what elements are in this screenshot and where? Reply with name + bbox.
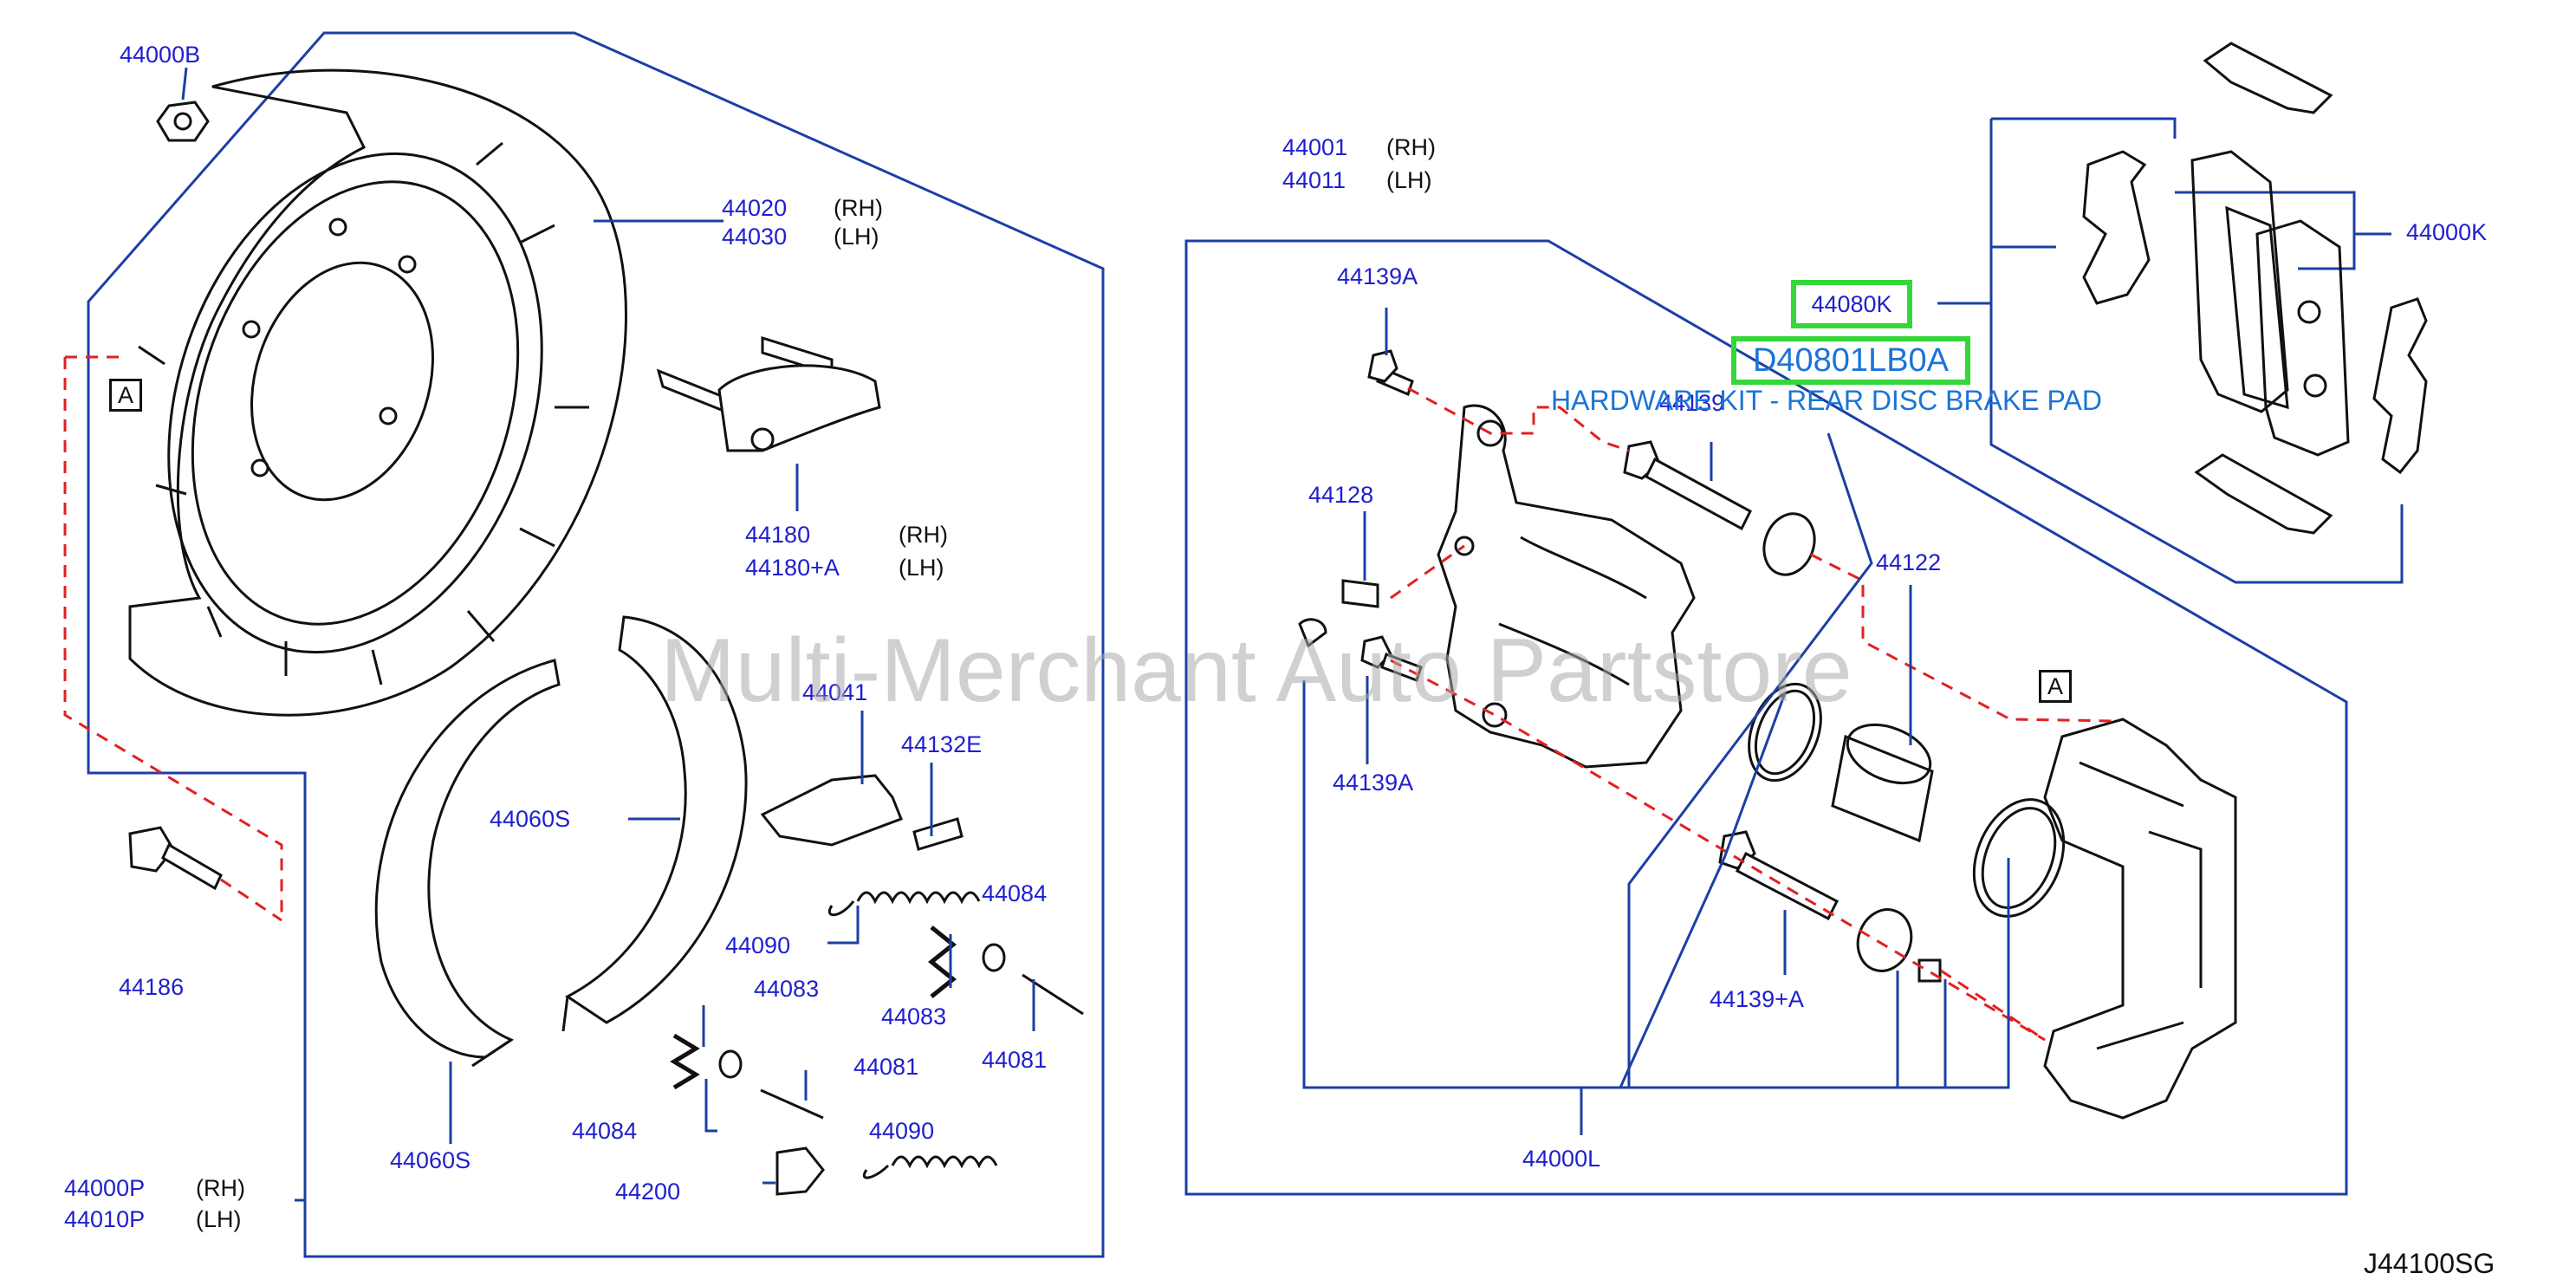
label-44139a-top: 44139A <box>1337 263 1418 289</box>
label-44180a: 44180+A <box>745 555 840 581</box>
label-44081-mid: 44081 <box>853 1054 919 1080</box>
label-44128: 44128 <box>1308 482 1374 508</box>
bolt-44186 <box>128 826 223 891</box>
ref-box-a-right: A <box>2039 670 2072 703</box>
label-44000l: 44000L <box>1522 1146 1601 1172</box>
blue-leaders <box>181 67 2010 1202</box>
nut-44000b <box>156 101 210 142</box>
label-44010p: 44010P <box>64 1206 146 1232</box>
adjuster-44041 <box>760 774 964 851</box>
label-44180: 44180 <box>745 522 811 548</box>
label-44001-rh: (RH) <box>1386 134 1436 160</box>
label-44001: 44001 <box>1282 134 1348 160</box>
label-44020: 44020 <box>722 195 788 221</box>
bolts-right <box>1298 349 1942 983</box>
label-44083-top: 44083 <box>754 976 820 1002</box>
ref-box-a-left: A <box>109 379 142 412</box>
label-44060s-bottom: 44060S <box>390 1147 471 1173</box>
label-44000k: 44000K <box>2406 219 2488 245</box>
label-44139a-bottom: 44139A <box>1333 770 1414 796</box>
label-44081-right: 44081 <box>982 1047 1048 1073</box>
label-44132e: 44132E <box>901 731 983 757</box>
label-44090-top: 44090 <box>725 932 791 958</box>
label-44000p-rh: (RH) <box>196 1175 245 1201</box>
label-44030-lh: (LH) <box>834 224 879 250</box>
label-44010p-lh: (LH) <box>196 1206 242 1232</box>
label-44060s-top: 44060S <box>490 806 571 832</box>
label-44084-right: 44084 <box>982 880 1048 906</box>
label-44180a-lh: (LH) <box>899 555 944 581</box>
dashed-leaders <box>63 355 2115 1042</box>
label-44090-bottom: 44090 <box>869 1118 935 1144</box>
label-44011: 44011 <box>1282 167 1346 193</box>
boots-right <box>1762 512 1913 972</box>
label-44000p: 44000P <box>64 1175 146 1201</box>
label-44000b: 44000B <box>120 42 201 68</box>
label-44139: 44139 <box>1659 390 1725 416</box>
label-44180-rh: (RH) <box>899 522 948 548</box>
left-group-border <box>87 31 1105 1258</box>
brake-pads <box>2082 42 2428 535</box>
brake-shoes <box>374 615 748 1068</box>
watermark: Multi-Merchant Auto Partstore <box>660 620 1853 721</box>
label-44200: 44200 <box>615 1179 681 1205</box>
pad-kit-bracket <box>1991 191 2356 270</box>
backing-plate <box>128 68 627 717</box>
springs-left <box>670 891 998 1179</box>
piston-seals <box>1748 682 2066 918</box>
pins-washers <box>718 943 1084 1196</box>
label-44186: 44186 <box>119 974 185 1000</box>
label-44030: 44030 <box>722 224 788 250</box>
caliper-bracket <box>2043 718 2237 1120</box>
diagram-reference: J44100SG <box>2364 1248 2495 1279</box>
highlighted-part-number[interactable]: 44080K <box>1791 280 1912 328</box>
highlighted-oem-number[interactable]: D40801LB0A <box>1731 336 1970 385</box>
label-44011-lh: (LH) <box>1386 167 1432 193</box>
caliper-body <box>1437 404 1696 769</box>
label-44084-left: 44084 <box>572 1118 638 1144</box>
right-group-border <box>1184 239 2348 1196</box>
label-44020-rh: (RH) <box>834 195 883 221</box>
pad-kit-border <box>1989 117 2404 584</box>
highlighted-part-description: HARDWARE KIT - REAR DISC BRAKE PAD <box>1551 385 2102 416</box>
lever-44180 <box>656 335 881 452</box>
label-44139plusa: 44139+A <box>1710 986 1804 1012</box>
label-44083-right: 44083 <box>881 1003 947 1029</box>
label-44122: 44122 <box>1876 549 1942 575</box>
label-44041: 44041 <box>802 679 868 705</box>
